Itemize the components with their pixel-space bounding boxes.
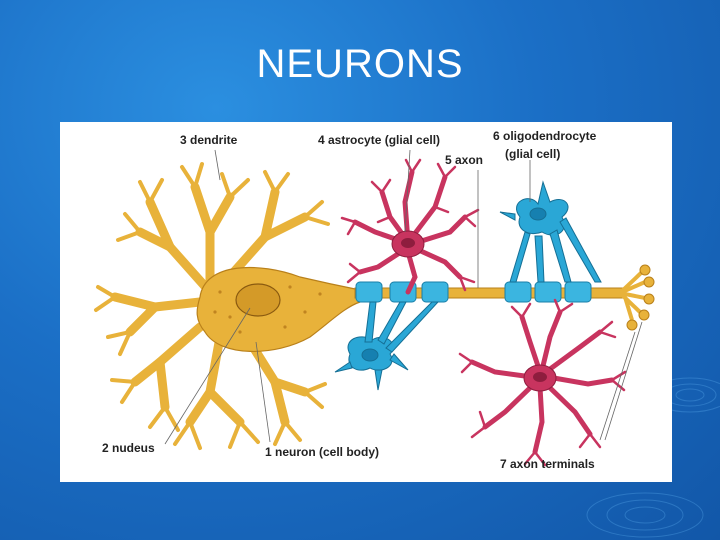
astrocyte-cell: [340, 158, 480, 295]
oligodendrocyte-cell: [334, 301, 440, 391]
axon-terminal-icon: [618, 264, 655, 331]
nucleus-icon: [235, 283, 281, 317]
myelin-sheath: [355, 281, 592, 303]
label-oligodendrocyte-sub: (glial cell): [505, 147, 560, 161]
label-nucleus: 2 nudeus: [102, 441, 155, 455]
axon: [354, 281, 626, 303]
neuron-cell: [94, 162, 361, 450]
label-dendrite: 3 dendrite: [180, 133, 238, 147]
label-axon: 5 axon: [445, 153, 483, 167]
label-neuron: 1 neuron (cell body): [265, 445, 379, 459]
label-astrocyte: 4 astrocyte (glial cell): [318, 133, 440, 147]
label-oligodendrocyte: 6 oligodendrocyte: [493, 129, 597, 143]
neuron-diagram: 3 dendrite 4 astrocyte (glial cell) 5 ax…: [60, 122, 672, 482]
leader-lines: [164, 149, 643, 445]
oligodendrocyte-cell: [499, 180, 602, 283]
label-axon-terminals: 7 axon terminals: [500, 457, 595, 471]
slide-title: NEURONS: [256, 42, 464, 86]
astrocyte-cell: [458, 298, 627, 467]
